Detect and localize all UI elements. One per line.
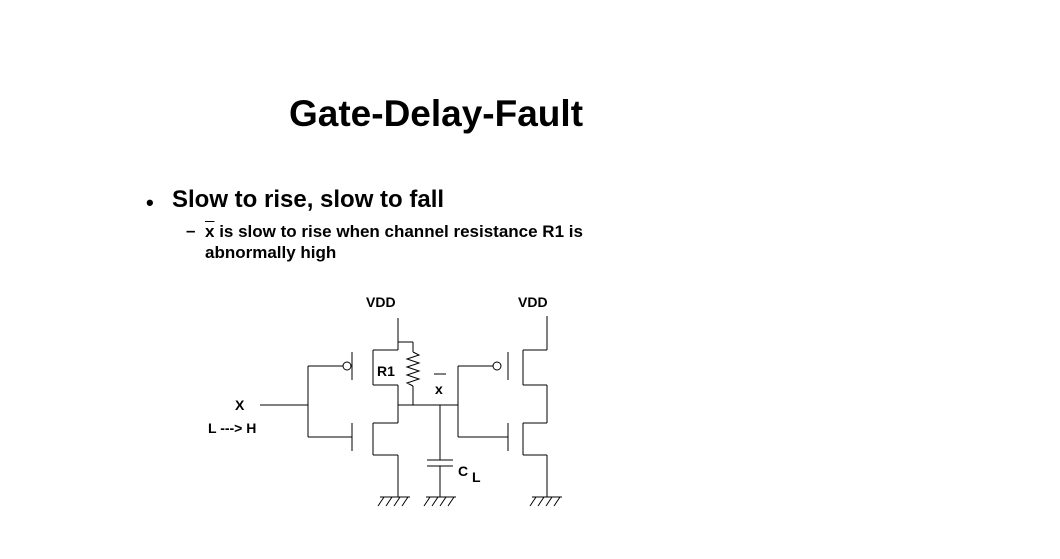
ground-symbol-1 <box>377 496 410 507</box>
transition-label: L ---> H <box>208 420 256 436</box>
sub-bullet-text: x is slow to rise when channel resistanc… <box>205 221 665 263</box>
pmos2-bubble <box>492 361 502 371</box>
cap-label: C <box>458 463 468 479</box>
ground-symbol-2 <box>423 496 456 507</box>
r1-label: R1 <box>377 363 395 379</box>
bullet-text: Slow to rise, slow to fall <box>172 186 445 213</box>
r1-resistor <box>405 351 421 387</box>
pmos1-bubble <box>342 361 352 371</box>
bullet-marker: • <box>146 190 154 215</box>
cap-sub-label: L <box>472 469 481 485</box>
sub-bullet-line2: abnormally high <box>205 243 337 262</box>
node-label: x <box>435 381 443 397</box>
sub-bullet-signal: x <box>205 222 215 241</box>
ground-symbol-3 <box>529 496 562 507</box>
slide-title: Gate-Delay-Fault <box>289 93 584 134</box>
vdd-right-label: VDD <box>518 294 548 310</box>
vdd-left-label: VDD <box>366 294 396 310</box>
sub-bullet-marker: – <box>186 221 196 240</box>
input-label: X <box>235 397 245 413</box>
sub-bullet-line1: is slow to rise when channel resistance … <box>214 222 583 241</box>
